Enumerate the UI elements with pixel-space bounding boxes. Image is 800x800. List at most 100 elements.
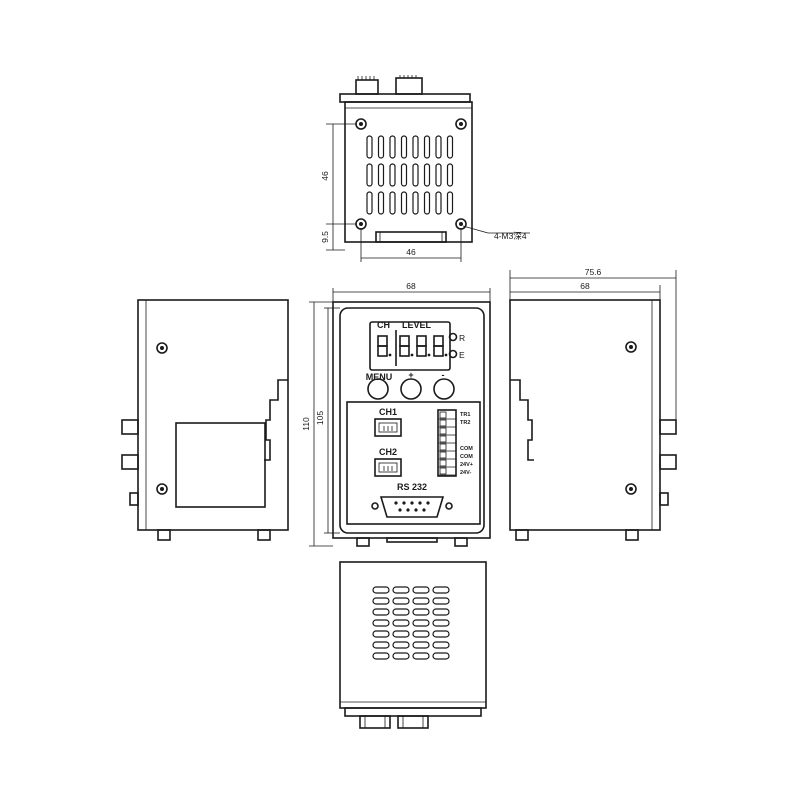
left-view [121,299,289,541]
vent-slot [432,597,450,605]
vent-slot [423,191,431,215]
top-vent-slots [366,135,454,215]
vent-slot [392,586,410,594]
terminal-label: 24V- [460,470,471,476]
vent-slot [389,135,396,159]
led-r [448,332,458,342]
bottom-view [339,561,487,729]
vent-slot [392,597,410,605]
terminal-screw [439,435,447,443]
vent-slot [432,630,450,638]
ch1-label: CH1 [379,407,397,417]
vent-slot [435,163,442,187]
label-ch: CH [377,320,390,330]
minus-button[interactable] [433,378,455,400]
vent-slot [372,641,390,649]
front-view: CH LEVEL R E MENU + - CH1 CH2 TR1 TR2 CO… [332,301,491,547]
vent-slot [423,135,431,159]
vent-slot [377,135,385,159]
ch1-connector[interactable] [374,418,402,437]
vent-slot [372,597,390,605]
screw [156,483,168,495]
vent-slot [412,641,430,649]
menu-button[interactable] [367,378,389,400]
digit [377,335,392,357]
pin [402,501,406,505]
vent-slot [432,652,450,660]
rs232-label: RS 232 [397,482,427,492]
dim-top-offset: 9.5 [320,231,330,243]
top-connector-right [395,77,423,95]
vent-slot [412,619,430,627]
dim-top-width: 46 [406,247,416,257]
screw [625,341,637,353]
right-view [509,299,677,541]
vent-slot [412,652,430,660]
vent-slot [372,586,390,594]
left-view-body [137,299,289,531]
vent-slot [412,630,430,638]
hole-note: 4-M3深4 [494,231,527,241]
dim-right-depth: 68 [580,281,590,291]
menu-label: MENU [366,372,393,382]
vent-slot [412,163,419,187]
right-view-body [509,299,661,531]
pin [418,501,422,505]
vent-slot [377,163,385,187]
digit [399,335,414,357]
vent-slot [372,630,390,638]
vent-slot [392,641,410,649]
terminal-screw [439,467,447,475]
vent-slot [412,135,419,159]
vent-slot [432,608,450,616]
vent-slot [372,619,390,627]
top-view [339,75,530,243]
dim-total-height: 110 [301,417,311,431]
terminal-screw [439,451,447,459]
digit [433,335,448,357]
connector-panel [346,401,481,525]
vent-slot [432,586,450,594]
led-e-label: E [459,350,465,360]
vent-slot [366,135,373,159]
vent-slot [366,191,373,215]
minus-label: - [442,370,445,380]
terminal-screw [439,427,447,435]
vent-slot [423,163,431,187]
vent-slot [412,608,430,616]
led-r-label: R [459,333,465,343]
display-window [369,321,451,371]
bottom-connector-left [359,715,391,729]
vent-slot [400,191,408,215]
dim-top-height: 46 [320,171,330,181]
bottom-connector-right [397,715,429,729]
terminal-label: TR1 [460,412,470,418]
dim-front-width: 68 [406,281,416,291]
label-level: LEVEL [402,320,432,330]
pin [426,501,430,505]
plus-button[interactable] [400,378,422,400]
vent-slot [412,586,430,594]
side-label-plate [175,422,266,508]
front-view-dimensions: 68 110 105 [301,281,491,547]
vent-slot [435,135,442,159]
vent-slot [389,191,396,215]
dim-body-height: 105 [315,411,325,425]
vent-slot [400,135,408,159]
vent-slot [366,163,373,187]
bottom-vent-slots [372,586,450,660]
dim-right-depth-total: 75.6 [585,267,602,277]
vent-slot [446,163,454,187]
terminal-label: COM [460,446,473,452]
vent-slot [392,630,410,638]
digit [416,335,431,357]
mount-hole [455,118,467,130]
ch2-connector[interactable] [374,458,402,477]
terminal-label: COM [460,454,473,460]
terminal-screw [439,419,447,427]
rs232-port[interactable] [379,496,445,518]
pin [394,501,398,505]
right-view-dimensions: 75.6 68 [509,267,677,420]
vent-slot [372,652,390,660]
terminal-label: 24V+ [460,462,473,468]
